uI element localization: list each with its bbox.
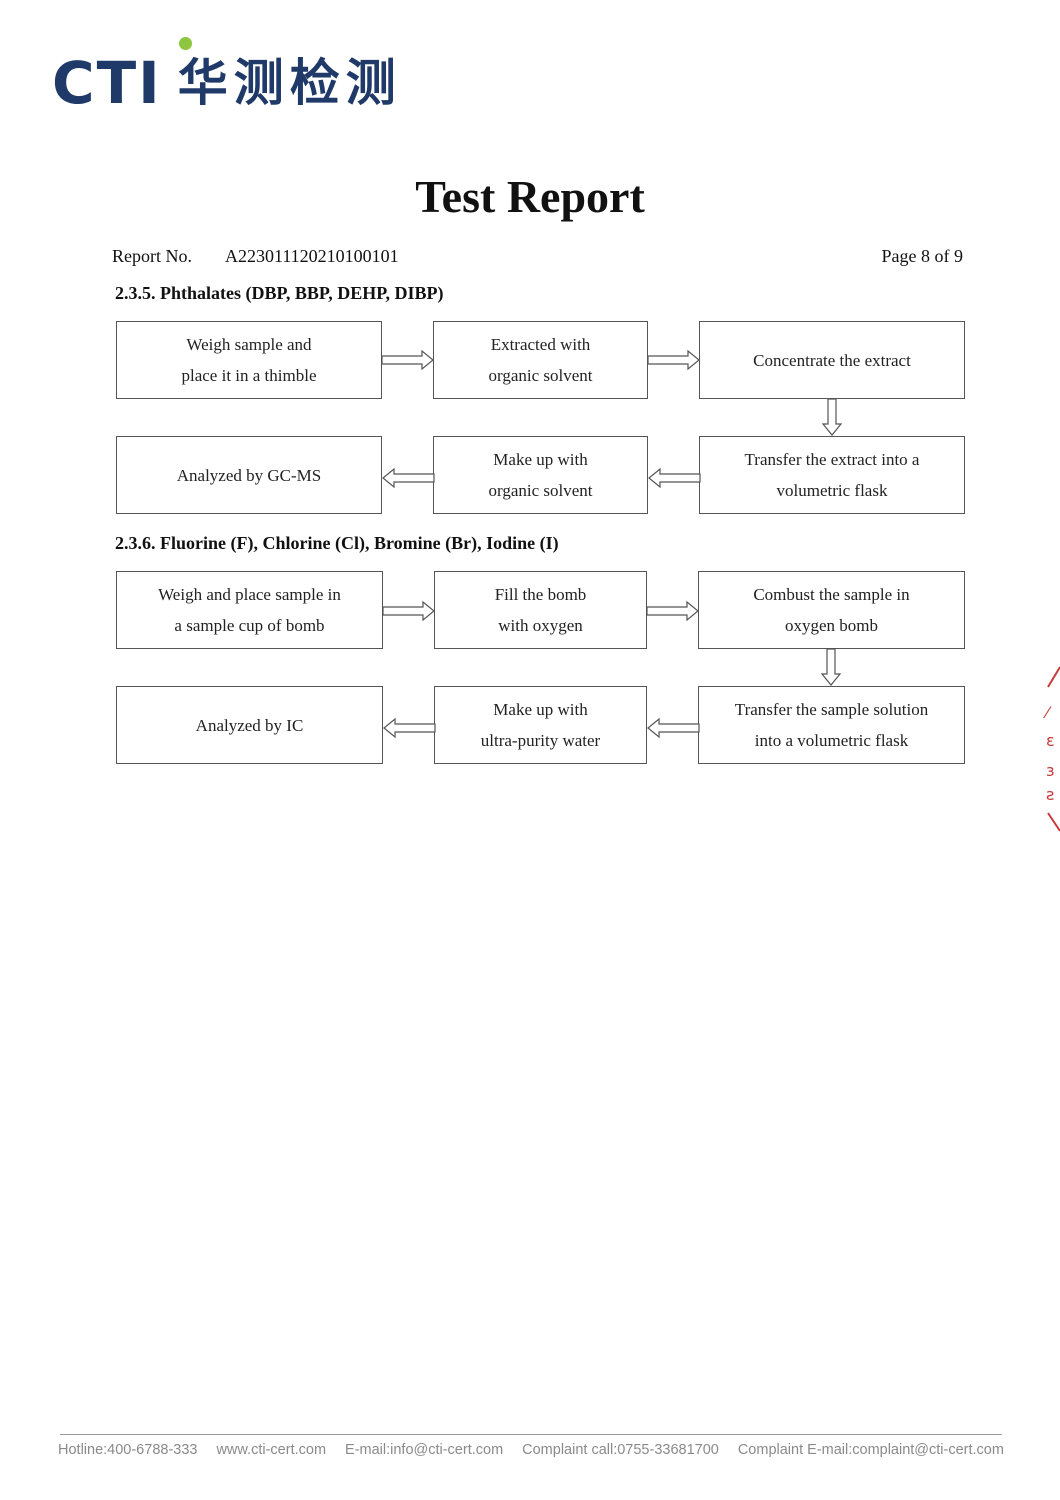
section-heading-phthalates: 2.3.5. Phthalates (DBP, BBP, DEHP, DIBP) (115, 283, 444, 303)
flow-step-weigh-sample: Weigh sample and place it in a thimble (116, 321, 382, 399)
arrow-right-icon (647, 349, 700, 371)
footer-email: E-mail:info@cti-cert.com (345, 1442, 504, 1458)
flow-step-weigh-place-sample: Weigh and place sample in a sample cup o… (116, 571, 383, 649)
footer-complaint-call: Complaint call:0755-33681700 (522, 1442, 719, 1458)
flow-step-analyze-ic: Analyzed by IC (116, 686, 383, 764)
footer-website: www.cti-cert.com (216, 1442, 327, 1458)
footer-hotline: Hotline:400-6788-333 (58, 1442, 198, 1458)
arrow-right-icon (381, 349, 434, 371)
arrow-right-icon (382, 600, 435, 622)
flow-step-concentrate: Concentrate the extract (699, 321, 965, 399)
company-logo: CTI 华测检测 (52, 37, 402, 117)
flow-step-make-up-water: Make up with ultra-purity water (434, 686, 647, 764)
logo-dot-icon (179, 37, 192, 50)
logo-text-latin: CTI (52, 49, 162, 117)
page-number: Page 8 of 9 (881, 246, 963, 266)
arrow-down-icon (821, 398, 843, 436)
flow-step-transfer-solution: Transfer the sample solution into a volu… (698, 686, 965, 764)
flow-step-fill-bomb: Fill the bomb with oxygen (434, 571, 647, 649)
document-title: Test Report (415, 171, 645, 222)
footer-divider (60, 1434, 1002, 1435)
report-number-label: Report No. (112, 246, 192, 266)
arrow-down-icon (820, 648, 842, 686)
flow-step-analyze-gcms: Analyzed by GC-MS (116, 436, 382, 514)
seal-stamp-partial: ⁄ ɛ ɜ ƨ (1040, 665, 1060, 835)
flow-step-combust-sample: Combust the sample in oxygen bomb (698, 571, 965, 649)
footer-complaint-email: Complaint E-mail:complaint@cti-cert.com (737, 1442, 1004, 1458)
arrow-left-icon (648, 467, 701, 489)
logo-text-chinese: 华测检测 (177, 54, 402, 112)
arrow-right-icon (646, 600, 699, 622)
report-number-value: A223011120210100101 (225, 246, 399, 266)
arrow-left-icon (647, 717, 700, 739)
flow-step-transfer-extract: Transfer the extract into a volumetric f… (699, 436, 965, 514)
section-heading-halogens: 2.3.6. Fluorine (F), Chlorine (Cl), Brom… (115, 533, 559, 553)
footer-contact: Hotline:400-6788-333 www.cti-cert.com E-… (58, 1442, 1004, 1458)
flow-step-extract-solvent: Extracted with organic solvent (433, 321, 648, 399)
arrow-left-icon (383, 717, 436, 739)
flow-step-make-up-solvent: Make up with organic solvent (433, 436, 648, 514)
arrow-left-icon (382, 467, 435, 489)
